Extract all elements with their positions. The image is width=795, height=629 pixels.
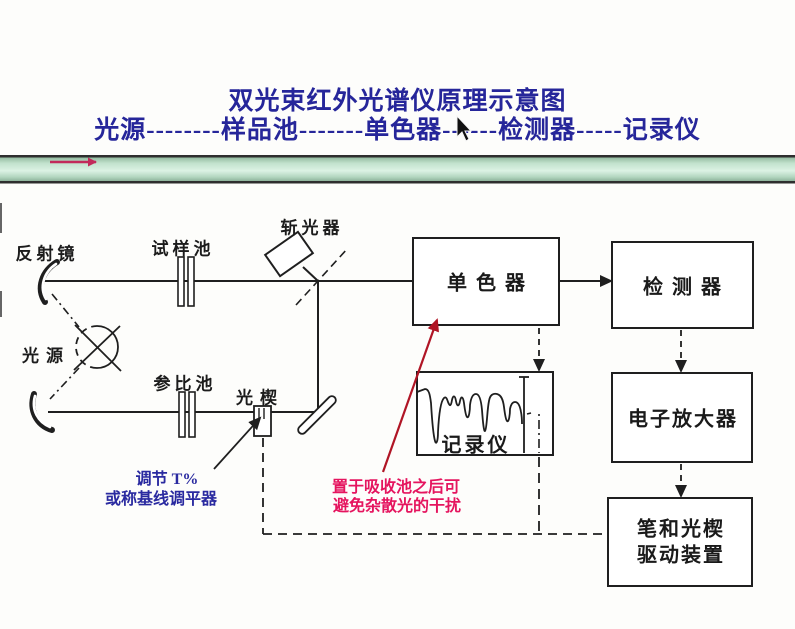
detector-box	[611, 241, 754, 329]
reference-cell-wall	[178, 391, 186, 438]
top-mirror-hollow	[41, 262, 58, 301]
optical-wedge-label: 光楔	[236, 388, 284, 408]
wedge-control-path	[262, 438, 607, 535]
source-cross-line	[73, 325, 121, 371]
chopper-body	[263, 230, 315, 278]
drive-unit-label-line1: 笔和光楔	[637, 518, 725, 541]
sample-cell-wall	[177, 256, 185, 307]
amplifier-box	[611, 372, 753, 463]
amplifier-label: 电子放大器	[628, 408, 738, 431]
green-bar-top-edge	[0, 155, 795, 158]
light-source-group	[49, 293, 122, 400]
ir-spectrum-trace	[416, 388, 523, 444]
reflector-label: 反射镜	[15, 244, 79, 264]
monochromator-box	[412, 237, 560, 326]
sample-cell-label: 试样池	[151, 239, 215, 259]
mirrors	[29, 259, 337, 435]
wedge-note-line1: 调节 T%	[135, 471, 199, 488]
wedge-note-arrow	[213, 416, 262, 470]
mouse-cursor-icon	[456, 114, 473, 142]
mono-note-line2: 避免杂散光的干扰	[332, 498, 462, 515]
trace-end-dash	[526, 412, 532, 415]
source-circle-solid	[96, 325, 119, 369]
mono-note-line1: 置于吸收池之后可	[331, 479, 461, 496]
reference-cell-label: 参比池	[153, 374, 217, 394]
detector-label: 检测器	[643, 276, 730, 299]
green-bar-bottom-edge	[0, 181, 795, 184]
bottom-mirror-outline	[29, 391, 55, 433]
chopper-label: 斩光器	[280, 218, 344, 238]
green-divider-bar	[0, 155, 795, 184]
left-edge-marks	[0, 203, 2, 317]
recorder-label: 记录仪	[441, 434, 511, 457]
dashed-signal-arrows	[533, 328, 687, 498]
wedge-note-line2: 或称基线调平器	[104, 491, 218, 508]
recorder-contents	[416, 376, 540, 453]
mono-note-red-arrow	[381, 318, 439, 473]
monochromator-label: 单色器	[447, 272, 534, 295]
edge-mark	[0, 291, 2, 317]
component-boxes	[412, 237, 754, 587]
edge-mark	[0, 203, 2, 233]
light-source-label: 光源	[22, 346, 70, 366]
reference-cell-wall	[188, 391, 196, 438]
source-to-bottom-mirror-ray	[49, 367, 80, 400]
green-bar-body	[0, 157, 795, 182]
slide-title: 双光束红外光谱仪原理示意图	[228, 88, 567, 115]
cells	[177, 256, 196, 438]
drive-unit-box	[607, 497, 753, 587]
beam-splitter-mirror	[297, 395, 337, 435]
drive-unit-label-line2: 驱动装置	[637, 544, 725, 567]
source-to-top-mirror-ray	[51, 293, 80, 328]
sample-cell-wall	[187, 256, 195, 307]
source-circle-dashed	[75, 325, 98, 369]
chopper-group	[263, 230, 349, 306]
bottom-mirror-hollow	[32, 394, 52, 429]
flow-sequence-line: 光源--------样品池-------单色器------检测器-----记录仪	[94, 117, 701, 144]
chopper-stem	[302, 266, 319, 282]
